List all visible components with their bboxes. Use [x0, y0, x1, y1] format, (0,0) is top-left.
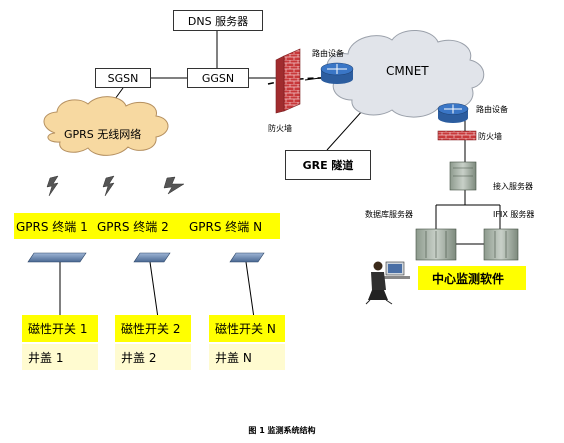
lightning-icon: [46, 175, 59, 197]
well-cover-label: 井盖 1: [22, 344, 98, 370]
operator-icon: [365, 261, 410, 305]
server-icon: [483, 228, 519, 261]
gprs-network-label: GPRS 无线网络: [64, 128, 142, 141]
terminal-device-icon: [27, 252, 87, 263]
ggsn-box: GGSN: [187, 68, 249, 88]
router-icon: [437, 103, 469, 123]
magnetic-switch-label: 磁性开关 2: [115, 315, 191, 342]
firewall-label-left: 防火墙: [268, 124, 292, 133]
cmnet-cloud: [326, 30, 485, 118]
center-software-box: 中心监测软件: [418, 266, 526, 290]
router-label-top: 路由设备: [312, 49, 344, 58]
lightning-icon: [102, 175, 115, 197]
magnetic-switch-label: 磁性开关 1: [22, 315, 98, 342]
gprs-terminal-label: GPRS 终端 2: [97, 213, 189, 239]
terminal-device-icon: [229, 252, 265, 263]
terminal-device-icon: [133, 252, 171, 263]
magnetic-switch-label: 磁性开关 N: [209, 315, 285, 342]
router-label-right: 路由设备: [476, 105, 508, 114]
access-server-label: 接入服务器: [493, 182, 533, 191]
server-icon: [415, 228, 457, 261]
ifix-server-label: IFIX 服务器: [493, 210, 535, 219]
gprs-cloud: [43, 96, 169, 156]
server-icon: [449, 161, 477, 191]
lightning-icon: [163, 176, 185, 195]
db-server-label: 数据库服务器: [365, 210, 413, 219]
dns-server-box: DNS 服务器: [173, 10, 263, 31]
sgsn-box: SGSN: [95, 68, 151, 88]
firewall-icon: [275, 48, 301, 114]
figure-caption: 图 1 监测系统结构: [248, 426, 316, 435]
cmnet-label: CMNET: [386, 64, 429, 78]
well-cover-label: 井盖 2: [115, 344, 191, 370]
gprs-terminal-label: GPRS 终端 N: [188, 213, 280, 239]
gprs-terminal-label: GPRS 终端 1: [14, 213, 98, 239]
gre-tunnel-box: GRE 隧道: [285, 150, 371, 180]
well-cover-label: 井盖 N: [209, 344, 285, 370]
firewall-label-right: 防火墙: [478, 132, 502, 141]
router-icon: [320, 62, 354, 84]
firewall-icon: [437, 130, 477, 141]
